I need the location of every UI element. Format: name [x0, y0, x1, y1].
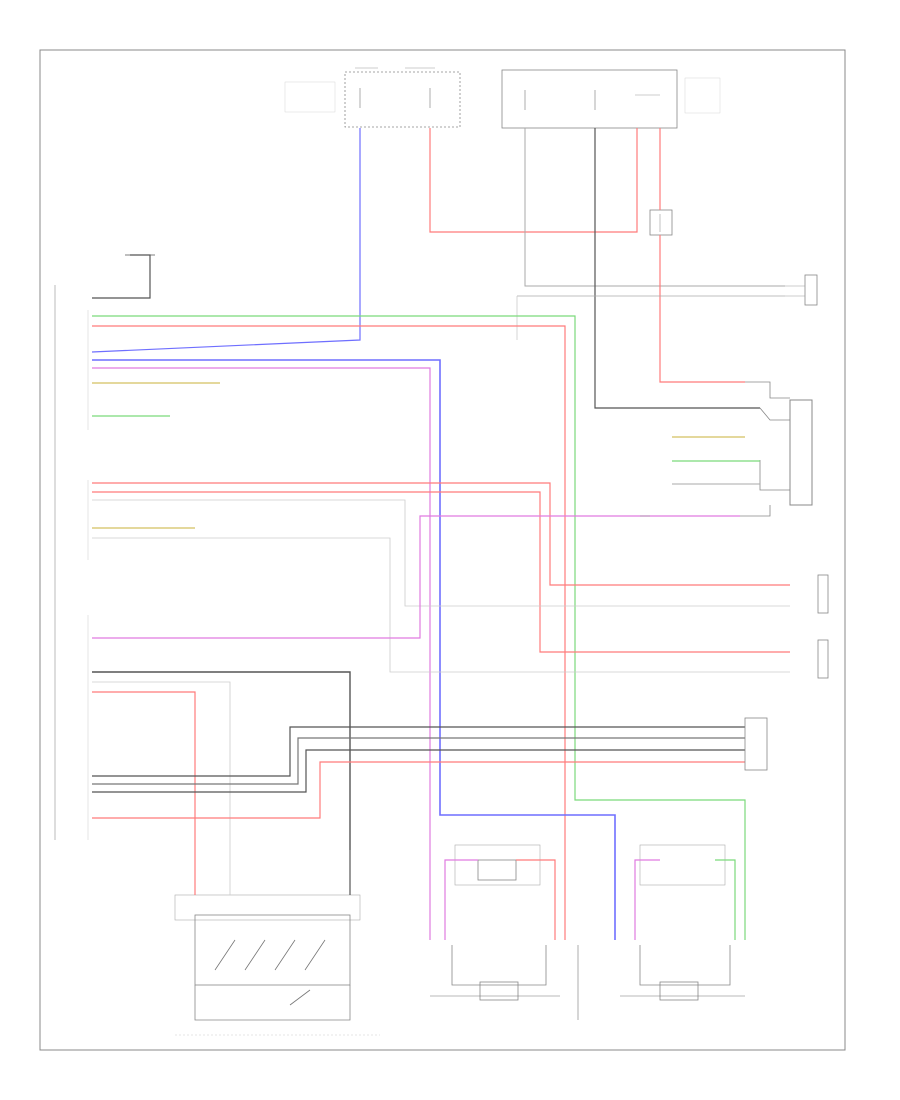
- small-wire-stubs: [672, 436, 760, 485]
- bottom-wire-drops: [194, 850, 351, 895]
- left-tweeter: [430, 844, 579, 1020]
- right-connector-top: [785, 274, 818, 306]
- ground-symbol: [92, 254, 155, 299]
- main-connector-left: [54, 285, 89, 840]
- switch-assembly: [640, 381, 813, 517]
- top-wires: [91, 128, 785, 409]
- left-wires-upper: [92, 315, 746, 940]
- right-tweeter: [620, 844, 745, 1001]
- left-wires-middle: [92, 482, 790, 673]
- fuse-box-left: [284, 67, 461, 128]
- fuse-box-right: [501, 69, 721, 129]
- diagram-border: [39, 49, 846, 1051]
- left-wires-lower: [92, 671, 745, 850]
- right-connector-mid: [817, 574, 829, 679]
- right-connector-bottom: [744, 717, 768, 771]
- relay-box: [649, 209, 673, 236]
- bottom-left-module: [174, 894, 380, 1036]
